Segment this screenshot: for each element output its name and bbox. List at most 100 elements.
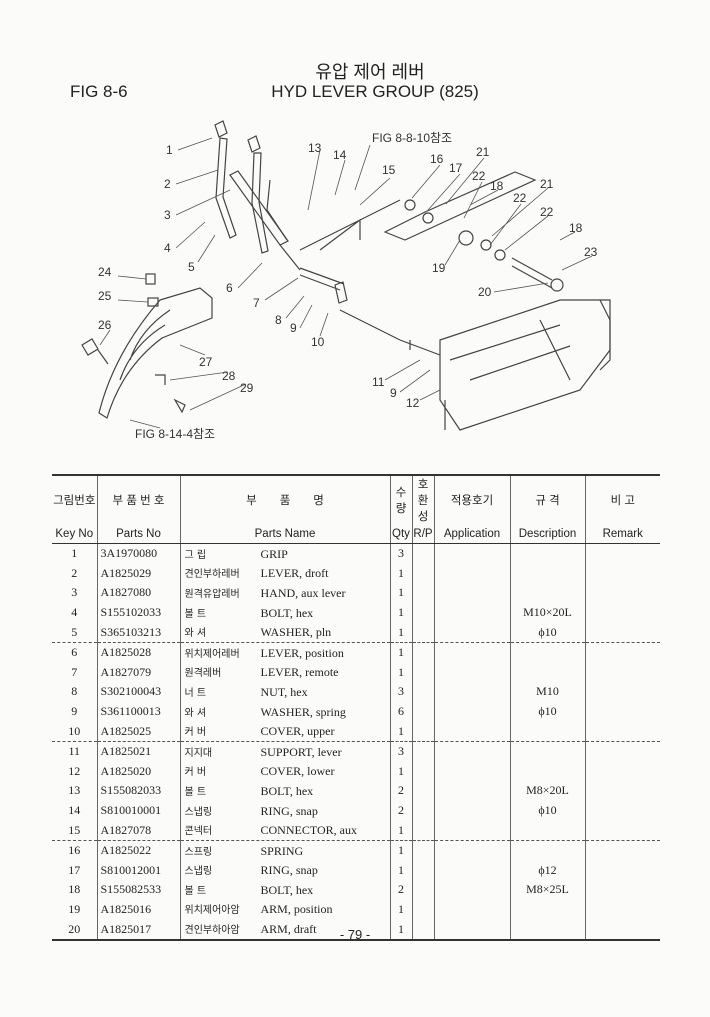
qty: 1 <box>389 899 412 920</box>
application <box>433 622 510 643</box>
remark <box>584 721 660 742</box>
part-name-en: BOLT, hex <box>260 605 314 620</box>
part-name-ko: 위치제어레버 <box>184 648 240 660</box>
remark <box>584 602 660 623</box>
exploded-parts-diagram: FIG 8-8-10참조 FIG 8-14-4참조 1 2 3 4 5 6 7 … <box>81 120 611 441</box>
part-no: S155082533 <box>96 880 180 900</box>
remark <box>584 919 660 941</box>
remark <box>584 583 660 603</box>
qty: 2 <box>389 880 412 900</box>
callout: 10 <box>311 335 325 349</box>
part-no: A1827078 <box>96 820 180 841</box>
col-app: Application <box>433 524 510 544</box>
remark <box>584 761 660 782</box>
part-name-en: SUPPORT, lever <box>260 744 342 759</box>
callout: 3 <box>164 208 171 222</box>
qty: 1 <box>389 860 412 881</box>
callout-labels: FIG 8-8-10참조 FIG 8-14-4참조 1 2 3 4 5 6 7 … <box>98 131 598 441</box>
callout: 22 <box>472 169 486 183</box>
rp <box>411 543 434 564</box>
callout: 18 <box>490 179 504 193</box>
key-no: 10 <box>52 721 97 742</box>
callout: 25 <box>98 289 112 303</box>
rp <box>411 662 434 683</box>
application <box>433 583 510 603</box>
part-name-en: WASHER, pln <box>260 625 332 640</box>
page-number: - 79 - <box>339 927 371 942</box>
remark <box>584 543 660 564</box>
application <box>433 602 510 623</box>
rp <box>411 602 434 623</box>
rp <box>411 741 434 762</box>
callout: 24 <box>98 265 112 279</box>
part-name-en: GRIP <box>260 546 288 561</box>
col-remark: Remark <box>584 524 660 544</box>
callout: 21 <box>476 145 490 159</box>
part-no: A1825029 <box>96 563 180 584</box>
description: M10×20L <box>509 602 585 623</box>
qty: 2 <box>389 781 412 801</box>
part-name-en: ARM, draft <box>260 922 317 937</box>
callout: 14 <box>333 148 347 162</box>
col-name: Parts Name <box>179 524 390 544</box>
part-name-en: LEVER, remote <box>260 665 339 680</box>
col-key-ko: 그림번호 <box>52 474 97 524</box>
part-name-ko: 스냅링 <box>184 866 213 878</box>
application <box>433 919 510 941</box>
description: M8×25L <box>509 880 585 900</box>
key-no: 14 <box>68 803 81 818</box>
remark <box>584 662 660 683</box>
callout: 9 <box>390 386 397 400</box>
rp <box>411 701 434 722</box>
callout: 20 <box>478 285 492 299</box>
part-no: S302100043 <box>96 682 180 702</box>
remark <box>584 899 660 920</box>
key-no: 20 <box>52 919 97 941</box>
key-no: 8 <box>71 684 78 699</box>
qty: 1 <box>389 662 412 683</box>
remark <box>584 563 660 584</box>
description: ϕ12 <box>509 860 585 881</box>
qty: 6 <box>389 701 412 722</box>
callout: 19 <box>432 261 446 275</box>
description <box>509 919 585 941</box>
qty: 1 <box>389 820 412 841</box>
description <box>509 820 585 841</box>
application <box>433 662 510 683</box>
rp <box>411 563 434 584</box>
callout: 11 <box>372 375 385 389</box>
application <box>433 721 510 742</box>
key-no: 5 <box>52 622 97 643</box>
part-name-en: RING, snap <box>260 803 318 818</box>
description <box>509 583 585 603</box>
remark <box>584 622 660 643</box>
part-name-ko: 와 셔 <box>184 707 207 719</box>
part-name-ko: 볼 트 <box>184 786 207 798</box>
rp <box>411 642 434 663</box>
callout: 9 <box>290 321 297 335</box>
callout: 17 <box>449 161 463 175</box>
qty: 1 <box>389 642 412 663</box>
col-qty: Qty <box>389 524 412 544</box>
part-no: S155102033 <box>96 602 180 623</box>
reference-label: FIG 8-8-10참조 <box>372 131 452 145</box>
remark <box>584 840 660 861</box>
key-no: 1 <box>71 546 78 561</box>
application <box>433 701 510 722</box>
part-name-ko: 볼 트 <box>184 608 207 620</box>
qty: 1 <box>389 622 412 643</box>
